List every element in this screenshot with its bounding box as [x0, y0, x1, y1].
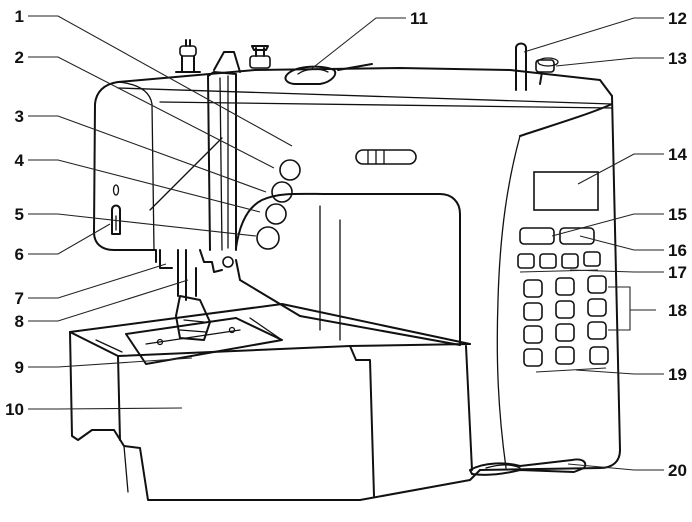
- callout-3: 3: [15, 107, 24, 126]
- callout-17: 17: [668, 263, 687, 282]
- callout-labels: 1 2 3 4 5 6 7 8 9 10 11 12 13 14 15 16 1…: [5, 7, 687, 480]
- callout-19: 19: [668, 365, 687, 384]
- callout-13: 13: [668, 49, 687, 68]
- callout-18: 18: [668, 301, 687, 320]
- callout-14: 14: [668, 145, 687, 164]
- machine-illustration: [69, 39, 621, 501]
- callout-7: 7: [15, 289, 24, 308]
- callout-20: 20: [668, 461, 687, 480]
- callout-6: 6: [15, 245, 24, 264]
- callout-11: 11: [410, 9, 428, 28]
- callout-12: 12: [668, 9, 687, 28]
- leader-lines: [28, 15, 664, 471]
- callout-9: 9: [15, 358, 24, 377]
- callout-15: 15: [668, 205, 687, 224]
- callout-10: 10: [5, 400, 24, 419]
- callout-1: 1: [15, 7, 24, 26]
- callout-4: 4: [15, 151, 25, 170]
- callout-2: 2: [15, 48, 24, 67]
- callout-16: 16: [668, 241, 687, 260]
- callout-5: 5: [15, 205, 24, 224]
- callout-8: 8: [15, 312, 24, 331]
